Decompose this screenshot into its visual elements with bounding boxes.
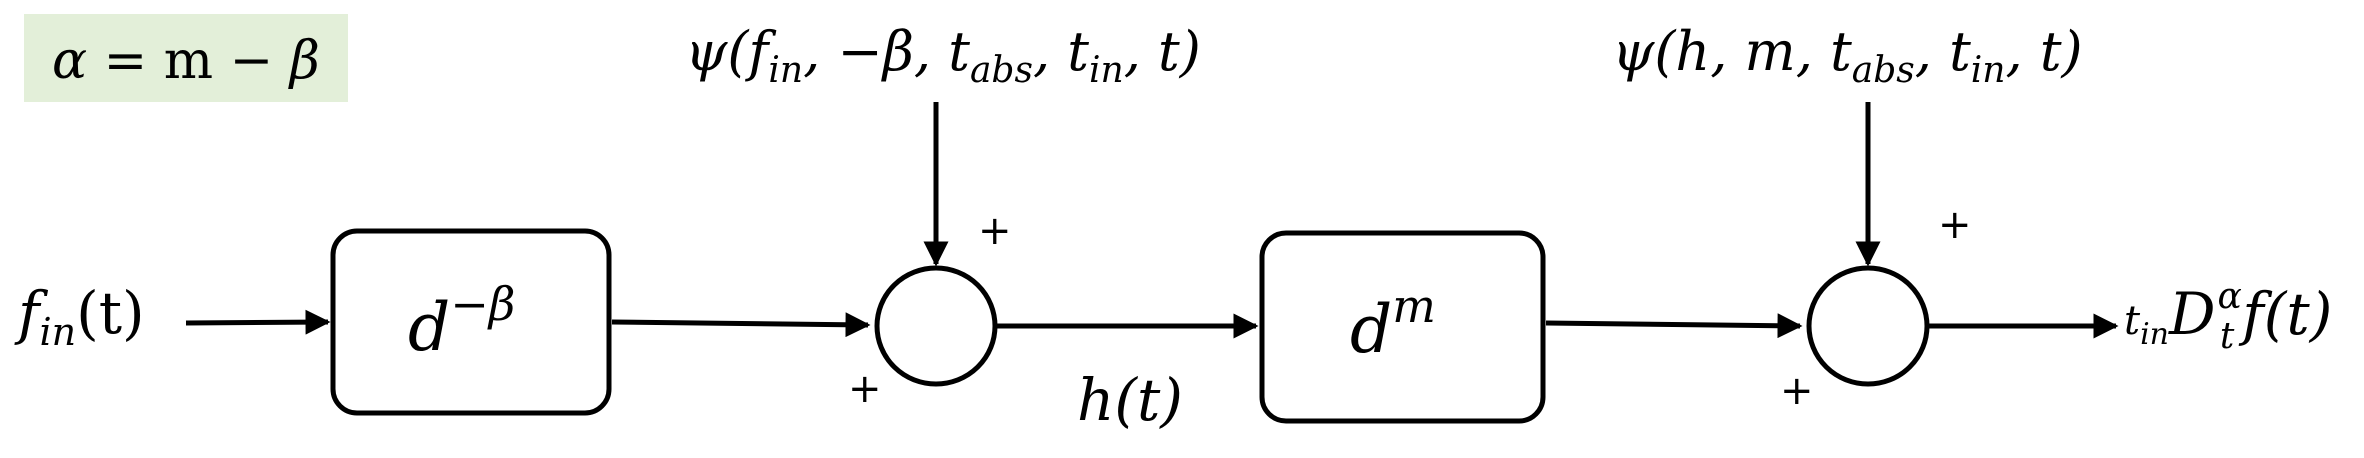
block-d-m [1259,230,1546,424]
sum1-top-plus: + [978,208,1012,254]
formula-text: α = m − β [52,31,320,91]
arrow-block2-to-sum2 [1545,313,1803,339]
input-label: fin(t) [14,279,145,354]
arrow-block1-to-sum1 [611,312,871,338]
block-d-minus-beta [330,228,612,416]
sum2-bottom-plus: + [1780,368,1814,414]
input-arrow [185,309,331,335]
sum-junction-1 [874,265,998,387]
block2-label: dm [1350,279,1436,368]
formula-m: m [164,31,213,91]
h-of-t-label: h(t) [1077,366,1183,434]
formula-minus: − [213,31,290,91]
formula-background [24,14,348,102]
psi2-label: ψ(h, m, tabs, tin, t) [1612,20,2083,91]
formula-alpha: α [52,31,87,91]
formula-beta: β [288,31,320,91]
sum1-bottom-plus: + [848,366,882,412]
psi1-label: ψ(fin, −β, tabs, tin, t) [685,20,1201,91]
formula-equals: = [87,31,164,91]
sum2-top-plus: + [1938,202,1972,248]
sum-junction-2 [1806,265,1930,387]
block1-label: d−β [408,277,515,366]
